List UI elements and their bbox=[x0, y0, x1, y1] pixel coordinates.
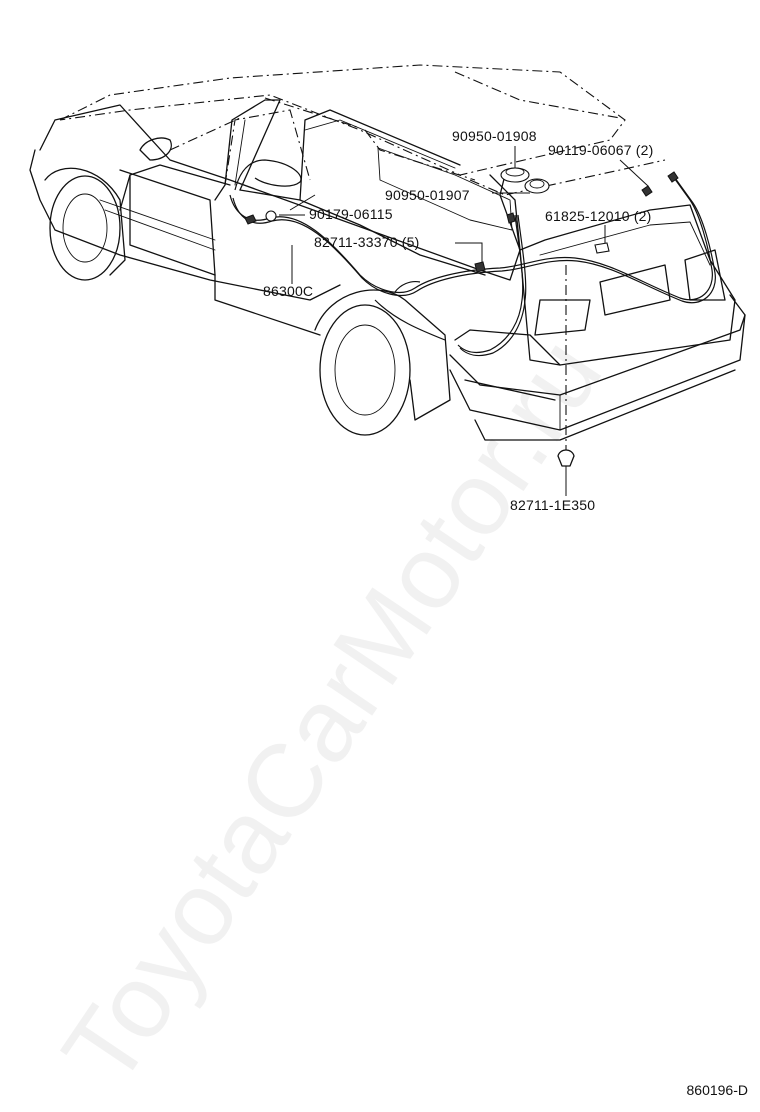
part-label-82711-33370: 82711-33370 (5) bbox=[314, 234, 420, 250]
part-label-90950-01908: 90950-01908 bbox=[452, 128, 537, 144]
grommet-upper bbox=[500, 167, 530, 183]
part-label-61825-12010: 61825-12010 (2) bbox=[545, 208, 652, 224]
part-label-90119-06067: 90119-06067 (2) bbox=[548, 142, 654, 158]
clamp-right-b bbox=[667, 171, 679, 183]
part-label-82711-1e350: 82711-1E350 bbox=[510, 497, 596, 513]
grommet-lower bbox=[524, 178, 550, 194]
part-label-86300c: 86300C bbox=[263, 283, 314, 299]
roof-rail-left bbox=[264, 97, 361, 129]
wiring-harness bbox=[234, 159, 302, 191]
front-wheel bbox=[49, 175, 121, 281]
part-label-90179-06115: 90179-06115 bbox=[309, 206, 393, 222]
rear-bumper bbox=[449, 294, 746, 396]
clip-left bbox=[265, 210, 277, 222]
roof-outline bbox=[59, 64, 626, 176]
part-label-90950-01907: 90950-01907 bbox=[385, 187, 470, 203]
tailgate bbox=[519, 204, 736, 366]
clip-harness bbox=[474, 261, 486, 273]
body-side bbox=[39, 104, 521, 281]
roof-rail-rear bbox=[454, 71, 621, 119]
clamp-right-a bbox=[641, 185, 653, 197]
clip-82711-1e350 bbox=[557, 449, 575, 467]
diagram-code: 860196-D bbox=[686, 1082, 749, 1098]
pad-61825 bbox=[594, 242, 610, 254]
rear-wheel bbox=[319, 304, 411, 436]
